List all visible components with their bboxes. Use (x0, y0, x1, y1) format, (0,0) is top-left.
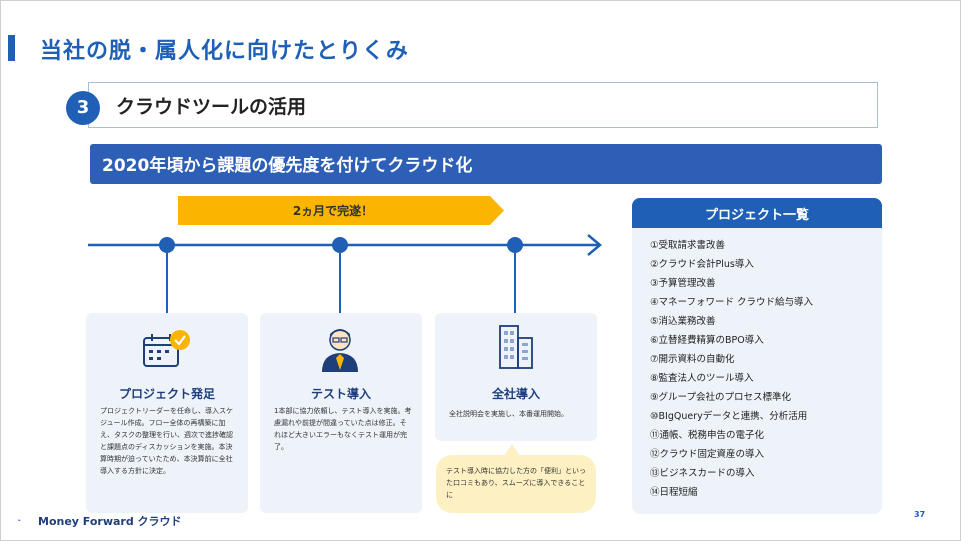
phase-body-test-rollout: 1本部に協力依頼し、テスト導入を実施。考慮漏れや前提が間違っていた点は修正。それ… (274, 407, 412, 451)
timeline-connector-3 (514, 253, 516, 313)
list-item: ⑩BIgQueryデータと連携、分析活用 (650, 411, 808, 422)
timeline-connector-1 (166, 253, 168, 313)
project-list: ①受取請求書改善 ②クラウド会計Plus導入 ③予算管理改善 ④マネーフォワード… (650, 236, 878, 502)
list-item: ③予算管理改善 (650, 278, 716, 289)
list-item: ⑨グループ会社のプロセス標準化 (650, 392, 791, 403)
list-item: ⑤消込業務改善 (650, 316, 716, 327)
phase-card-company-rollout (435, 313, 597, 441)
callout-pointer (504, 444, 520, 456)
page-number: 37 (914, 510, 926, 519)
timeline-axis (88, 234, 602, 256)
timeline-node-2 (332, 237, 348, 253)
list-item: ⑬ビジネスカードの導入 (650, 468, 755, 479)
callout-text: テスト導入時に協力した方の「便利」といった口コミもあり、スムーズに導入できること… (446, 467, 586, 499)
timeline-node-1 (159, 237, 175, 253)
title-accent-bar (8, 35, 15, 61)
phase-title-test-rollout: テスト導入 (310, 387, 371, 401)
list-item: ⑦開示資料の自動化 (650, 354, 735, 365)
building-icon (499, 325, 533, 369)
banner-text: 2020年頃から課題の優先度を付けてクラウド化 (102, 156, 473, 176)
section-header-box (88, 82, 878, 128)
timeline-connector-2 (339, 253, 341, 313)
list-item: ①受取請求書改善 (650, 240, 726, 251)
list-item: ⑫クラウド固定資産の導入 (650, 449, 765, 460)
phase-title-project-start: プロジェクト発足 (118, 387, 215, 401)
list-item: ②クラウド会計Plus導入 (650, 259, 754, 270)
footer-logo-text: Money Forward クラウド (38, 515, 182, 528)
section-title: クラウドツールの活用 (116, 96, 307, 118)
project-list-heading: プロジェクト一覧 (704, 208, 809, 223)
project-list-header (632, 198, 882, 228)
page-title: 当社の脱・属人化に向けたとりくみ (40, 39, 409, 64)
calendar-check-icon (143, 330, 190, 367)
duration-arrow-icon (178, 196, 504, 225)
money-forward-logo-icon (18, 519, 21, 521)
banner (90, 144, 882, 184)
list-item: ④マネーフォワード クラウド給与導入 (650, 297, 813, 308)
list-item: ⑪通帳、税務申告の電子化 (650, 430, 765, 441)
phase-card-project-start (86, 313, 248, 513)
person-icon (322, 329, 358, 372)
project-list-panel (632, 198, 882, 514)
list-item: ⑧監査法人のツール導入 (650, 373, 754, 384)
callout-bubble (436, 455, 596, 513)
section-number-badge: 3 (66, 91, 100, 125)
list-item: ⑥立替経費精算のBPO導入 (650, 335, 764, 346)
list-item: ⑭日程短縮 (650, 487, 698, 498)
phase-body-company-rollout: 全社説明会を実施し、本番運用開始。 (449, 410, 568, 418)
timeline-node-3 (507, 237, 523, 253)
phase-body-project-start: プロジェクトリーダーを任命し、導入スケジュール作成。フロー全体の再構築に加え、タ… (100, 407, 233, 475)
duration-label: 2ヵ月で完遂！ (292, 204, 374, 218)
phase-title-company-rollout: 全社導入 (491, 387, 540, 401)
